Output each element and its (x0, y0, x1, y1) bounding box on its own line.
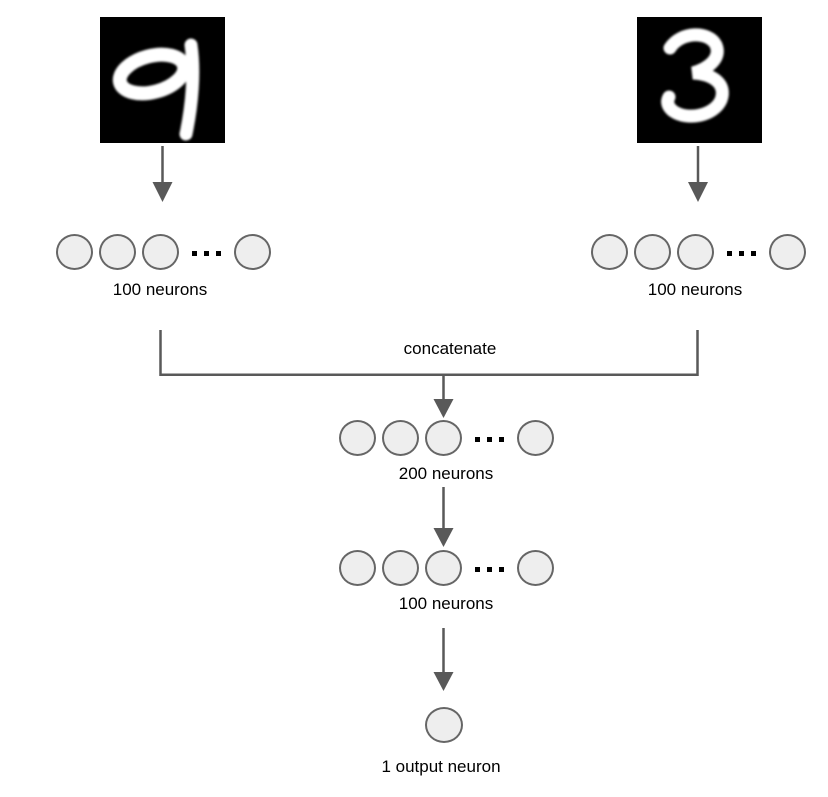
neuron-node (382, 550, 419, 586)
dot (751, 250, 756, 256)
ellipsis-dots (475, 566, 504, 572)
neuron-node (339, 550, 376, 586)
hidden-layer-2 (339, 550, 554, 586)
dot (216, 250, 221, 256)
hidden-layer-right (591, 234, 806, 270)
dot (739, 250, 744, 256)
arrow-hidden2-to-output (433, 628, 454, 691)
dot (499, 436, 504, 442)
dot (204, 250, 209, 256)
neuron-node (425, 550, 462, 586)
arrow-input-left (152, 146, 173, 202)
dot (499, 566, 504, 572)
dot (475, 436, 480, 442)
dot (487, 436, 492, 442)
label-concatenate: concatenate (403, 339, 497, 358)
neuron-node (99, 234, 136, 270)
dot (727, 250, 732, 256)
merged-layer (339, 420, 554, 456)
neuron-node (425, 420, 462, 456)
digit-3-glyph (661, 28, 729, 123)
neuron-node (591, 234, 628, 270)
input-image-digit-right (637, 17, 762, 143)
output-neuron-node (425, 707, 463, 743)
neuron-node (634, 234, 671, 270)
neuron-node (234, 234, 271, 270)
neuron-node (769, 234, 806, 270)
dot (475, 566, 480, 572)
label-merged-layer: 200 neurons (398, 464, 494, 483)
arrow-input-right (688, 146, 708, 202)
digit-9-glyph (112, 38, 200, 141)
arrow-merged-to-hidden2 (433, 487, 454, 547)
neuron-node (56, 234, 93, 270)
dot (192, 250, 197, 256)
ellipsis-dots (727, 250, 756, 256)
neuron-node (339, 420, 376, 456)
arrow-concatenate (433, 376, 454, 418)
neuron-node (517, 550, 554, 586)
dot (487, 566, 492, 572)
hidden-layer-left (56, 234, 271, 270)
label-output-neuron: 1 output neuron (381, 757, 501, 776)
neuron-node (142, 234, 179, 270)
neuron-node (677, 234, 714, 270)
neuron-node (382, 420, 419, 456)
input-image-digit-left (100, 17, 225, 143)
neuron-node (517, 420, 554, 456)
label-left-hidden: 100 neurons (112, 280, 208, 299)
label-hidden2: 100 neurons (398, 594, 494, 613)
label-right-hidden: 100 neurons (647, 280, 743, 299)
ellipsis-dots (192, 250, 221, 256)
ellipsis-dots (475, 436, 504, 442)
